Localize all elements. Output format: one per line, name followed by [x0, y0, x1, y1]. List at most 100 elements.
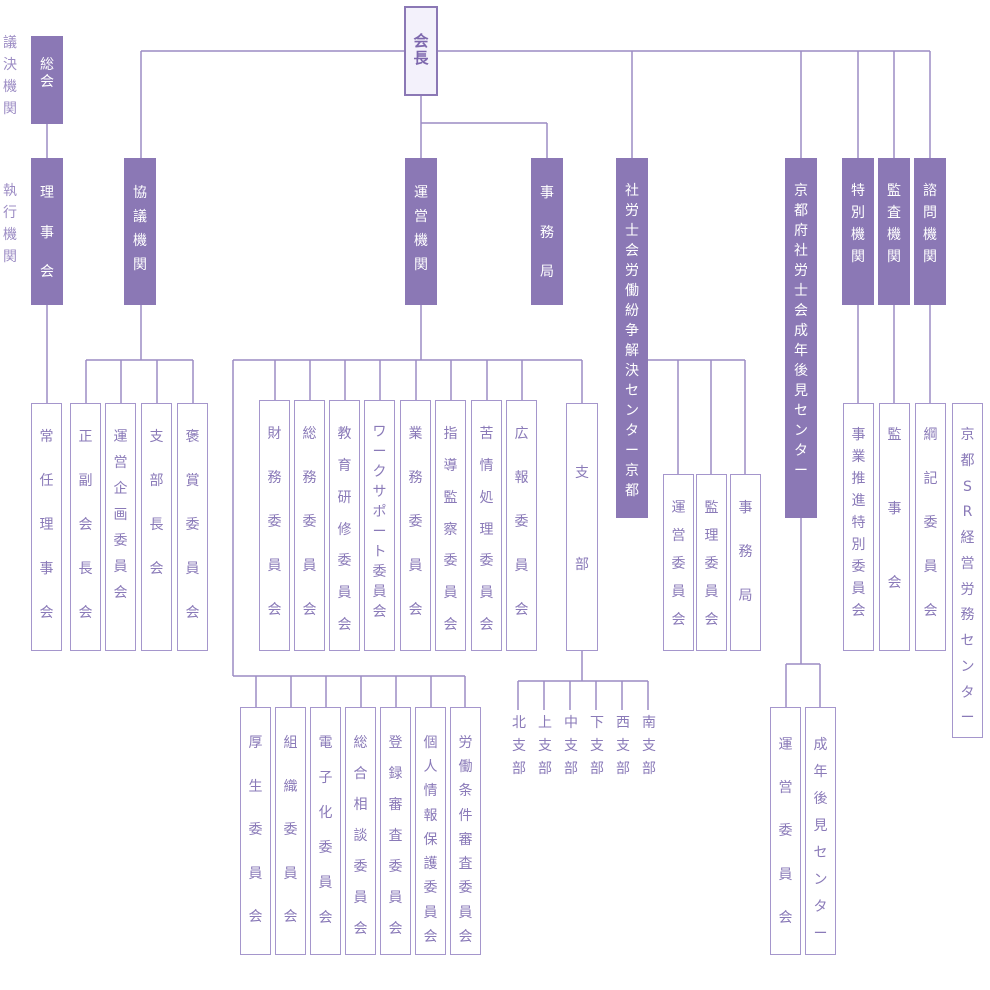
- label-char: 会: [78, 605, 93, 621]
- label-char: 労: [960, 581, 975, 598]
- branch-label[interactable]: 西支部: [614, 716, 632, 785]
- secretariat-box[interactable]: 事務局: [531, 158, 563, 305]
- council-child-box[interactable]: 正副会長会: [70, 403, 101, 651]
- adr-center-box[interactable]: 社労士会労働紛争解決センター京都: [616, 158, 648, 518]
- special-child-box[interactable]: 事業推進特別委員会: [843, 403, 874, 651]
- council-child-box[interactable]: 運営企画委員会: [105, 403, 136, 651]
- label-char: 長: [149, 517, 164, 533]
- label-char: 決: [625, 363, 639, 379]
- vertical-label: 広報委員会: [515, 401, 529, 650]
- label-char: 正: [78, 429, 93, 445]
- label-char: 会: [423, 928, 438, 945]
- label-char: 支: [538, 738, 552, 754]
- label-char: 南: [642, 715, 656, 731]
- label-char: 総: [40, 57, 54, 73]
- operations-committee-row2-box[interactable]: 組織委員会: [275, 707, 306, 955]
- label-char: 委: [388, 859, 403, 875]
- adr-child-box[interactable]: 監理委員会: [696, 474, 727, 651]
- branch-label[interactable]: 南支部: [640, 716, 658, 785]
- standing-board-box[interactable]: 常任理事会: [31, 403, 62, 651]
- label-char: 員: [388, 890, 403, 906]
- label-char: 修: [337, 521, 352, 538]
- vertical-label: 厚生委員会: [249, 708, 263, 954]
- vertical-label: 監理委員会: [705, 475, 719, 650]
- label-char: 報: [423, 807, 438, 824]
- label-char: 会: [514, 602, 529, 618]
- guardian-child-box[interactable]: 成年後見センター: [805, 707, 836, 955]
- operations-committee-row2-box[interactable]: 労働条件審査委員会: [450, 707, 481, 955]
- adr-child-box[interactable]: 運営委員会: [663, 474, 694, 651]
- label-char: 士: [794, 283, 808, 299]
- president-label: 会長: [413, 34, 428, 68]
- label-char: 員: [113, 559, 128, 575]
- label-char: 府: [794, 223, 808, 239]
- label-char: ー: [372, 444, 387, 460]
- label-char: 部: [512, 761, 526, 777]
- operations-box[interactable]: 運営機関: [405, 158, 437, 305]
- label-char: R: [962, 504, 973, 521]
- advisory-box[interactable]: 諮問機関: [914, 158, 946, 305]
- label-char: 上: [538, 715, 552, 731]
- operations-committee-row2-box[interactable]: 総合相談委員会: [345, 707, 376, 955]
- operations-committee-box[interactable]: 業務委員会: [400, 400, 431, 651]
- label-char: 条: [458, 783, 473, 800]
- label-char: 員: [408, 558, 423, 574]
- vertical-label: 登録審査委員会: [389, 708, 403, 954]
- label-char: ク: [372, 464, 387, 480]
- operations-committee-box[interactable]: 財務委員会: [259, 400, 290, 651]
- label-char: 行: [3, 205, 17, 221]
- board-box[interactable]: 理事会: [31, 158, 63, 305]
- label-char: 委: [337, 553, 352, 570]
- council-box[interactable]: 協議機関: [124, 158, 156, 305]
- council-child-box[interactable]: 支部長会: [141, 403, 172, 651]
- branch-office-box[interactable]: 支部: [566, 403, 598, 651]
- branch-label[interactable]: 中支部: [562, 716, 580, 785]
- operations-committee-box[interactable]: 苦情処理委員会: [471, 400, 502, 651]
- operations-committee-box[interactable]: 総務委員会: [294, 400, 325, 651]
- operations-committee-row2-box[interactable]: 厚生委員会: [240, 707, 271, 955]
- branch-label[interactable]: 北支部: [510, 716, 528, 785]
- label-char: 子: [318, 770, 333, 786]
- label-char: 事: [39, 561, 54, 577]
- operations-committee-box[interactable]: 広報委員会: [506, 400, 537, 651]
- guardian-child-box[interactable]: 運営委員会: [770, 707, 801, 955]
- special-box[interactable]: 特別機関: [842, 158, 874, 305]
- label-char: 総: [353, 735, 368, 751]
- general-assembly-box[interactable]: 総会: [31, 36, 63, 124]
- branch-label[interactable]: 下支部: [588, 716, 606, 785]
- advisory-child-box[interactable]: 綱記委員会: [915, 403, 946, 651]
- label-char: 理: [40, 185, 54, 201]
- label-char: 会: [671, 612, 686, 628]
- label-char: 関: [3, 101, 17, 117]
- label-char: 査: [887, 205, 901, 221]
- label-char: 解: [625, 343, 639, 359]
- label-char: 社: [794, 243, 808, 259]
- audit-box[interactable]: 監査機関: [878, 158, 910, 305]
- president-box[interactable]: 会長: [404, 6, 438, 96]
- label-char: ト: [372, 544, 387, 560]
- operations-committee-row2-box[interactable]: 登録審査委員会: [380, 707, 411, 955]
- label-char: 組: [283, 735, 298, 751]
- operations-committee-box[interactable]: 指導監察委員会: [435, 400, 466, 651]
- label-char: 務: [267, 470, 282, 486]
- label-char: 電: [318, 735, 333, 751]
- branch-label[interactable]: 上支部: [536, 716, 554, 785]
- operations-committee-row2-box[interactable]: 電子化委員会: [310, 707, 341, 955]
- operations-committee-box[interactable]: ワークサポート委員会: [364, 400, 395, 651]
- label-char: ポ: [372, 504, 387, 520]
- label-char: 委: [458, 880, 473, 897]
- operations-committee-box[interactable]: 教育研修委員会: [329, 400, 360, 651]
- guardian-center-box[interactable]: 京都府社労士会成年後見センター: [785, 158, 817, 518]
- adr-child-box[interactable]: 事務局: [730, 474, 761, 651]
- label-char: 生: [248, 778, 263, 795]
- label-char: 関: [3, 249, 17, 265]
- council-child-box[interactable]: 褒賞委員会: [177, 403, 208, 651]
- audit-child-box[interactable]: 監事会: [879, 403, 910, 651]
- vertical-label: ワークサポート委員会: [373, 401, 387, 650]
- vertical-label: 監事会: [888, 404, 902, 650]
- label-char: 営: [778, 780, 793, 797]
- label-char: 員: [283, 865, 298, 882]
- vertical-label: 支部: [575, 404, 589, 650]
- operations-committee-row2-box[interactable]: 個人情報保護委員会: [415, 707, 446, 955]
